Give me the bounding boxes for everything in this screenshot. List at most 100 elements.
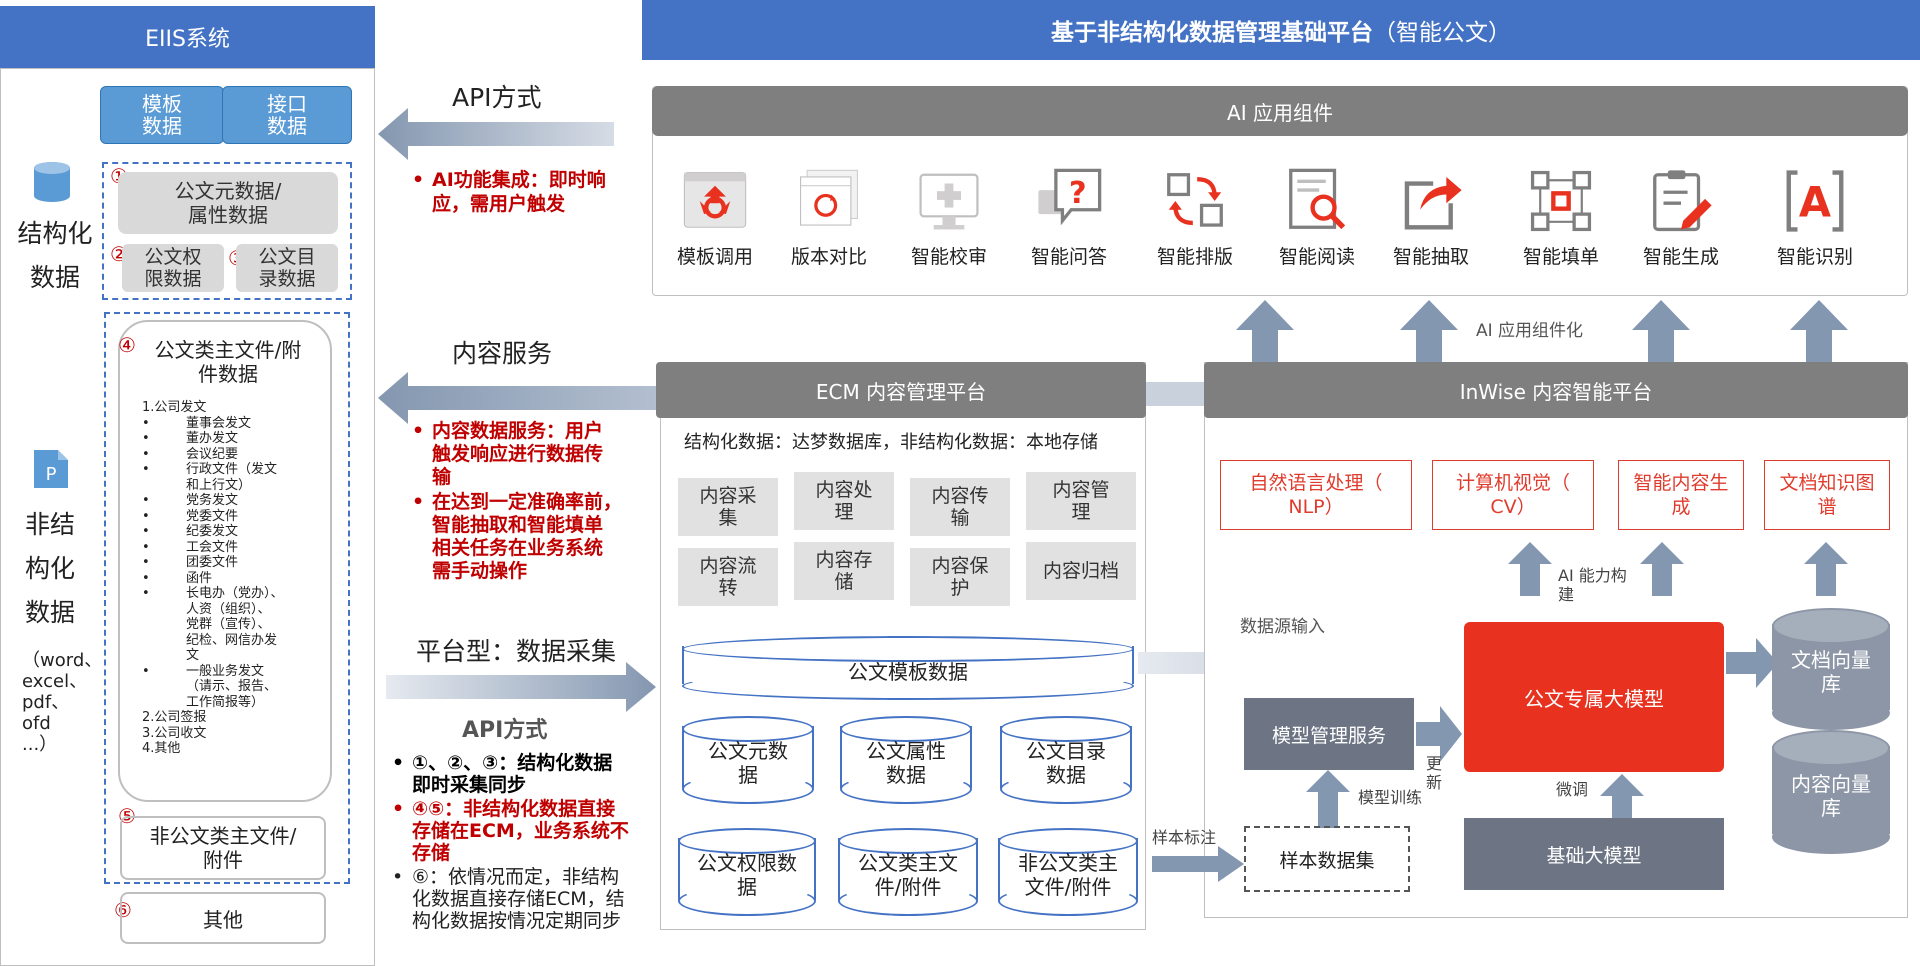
template-call-icon [683,172,747,228]
ai-component-6[interactable]: 智能阅读 [1262,166,1372,269]
api2-title: API方式 [462,718,548,743]
arrow-up-icon [1600,774,1644,820]
list-heading: 3.公司收文 [142,725,207,741]
svg-text:P: P [46,464,57,485]
ai-component-4[interactable]: ? 智能问答 [1014,166,1124,269]
main-file-title: 公文类主文件/附 件数据 [154,338,302,386]
ai-component-9[interactable]: 智能生成 [1626,166,1736,269]
unstructured-formats: （word、 excel、 pdf、 ofd ...） [22,650,103,755]
smart-qa-icon: ? [1038,168,1102,226]
api2-notes: ①、②、③：结构化数据 即时采集同步④⑤：非结构化数据直接 存储在ECM，业务系… [390,752,660,934]
componentize-label: AI 应用组件化 [1476,321,1584,341]
ai-component-label: 智能填单 [1522,246,1599,268]
list-item: 董事会发文 [142,416,332,432]
ai-component-label: 智能校审 [910,246,987,268]
list-heading: 4.其他 [142,741,181,756]
smart-extract-icon [1404,176,1462,230]
ai-build-label: AI 能力构 建 [1558,566,1627,604]
smart-generate-icon [1653,170,1712,232]
permission-box: 公文权 限数据 [122,244,224,292]
smart-recognize-icon: A [1786,170,1844,232]
banner-main: 基于非结构化数据管理基础平台 [1051,20,1373,46]
ecm-db: 公文权限数 据 [678,828,816,916]
datasource-label: 数据源输入 [1240,617,1325,637]
template-db-label: 公文模板数据 [848,660,968,684]
ecm-db-label: 公文类主文 件/附件 [858,851,958,899]
content-note-1: 内容数据服务：用户 触发响应进行数据传 输 [410,420,650,489]
ai-component-label: 智能问答 [1030,246,1107,268]
smart-layout-icon [1167,173,1223,227]
ecm-inwise-connector [1146,382,1206,406]
catalog-label: 公文目 录数据 [258,246,316,290]
list-item: 长电办（党办）、 人资（组织）、 党群（宣传）、 纪检、网信办发 文 [142,586,332,664]
list-item: 纪委发文 [142,524,332,540]
template-data-button[interactable]: 模板 数据 [100,86,224,144]
ai-component-label: 智能识别 [1776,246,1853,268]
api2-note-1: ①、②、③：结构化数据 即时采集同步 [390,752,660,796]
content-notes: 内容数据服务：用户 触发响应进行数据传 输 在达到一定准确率前， 智能抽取和智能… [410,420,650,583]
content-service-title: 内容服务 [452,339,553,368]
ai-component-1[interactable]: 模板调用 [660,166,770,269]
arrow-up-icon [1236,300,1294,366]
list-item: 一般业务发文 （请示、报告、 工作简报等） [142,664,332,711]
arrow-up-icon [1804,542,1848,596]
ecm-db: 非公文类主 文件/附件 [998,828,1138,916]
marker-6: ⑥ [114,898,132,922]
document-category-list: 1.公司发文 董事会发文董办发文会议纪要行政文件（发文 和上行文）党务发文党委文… [142,400,332,757]
ai-components-bar: AI 应用组件 [652,86,1908,136]
update-label: 更 新 [1426,754,1443,792]
unstructured-group [104,312,350,884]
ecm-db: 公文元数 据 [682,716,814,804]
eiis-header: EIIS系统 [0,6,375,68]
api2-note-2: ④⑤：非结构化数据直接 存储在ECM，业务系统不 存储 [390,798,660,864]
content-note-2: 在达到一定准确率前， 智能抽取和智能填单 相关任务在业务系统 需手动操作 [410,491,650,583]
content-vector-db: 内容向量 库 [1772,730,1890,854]
ecm-db-label: 公文元数 据 [708,739,788,787]
sample-set-label: 样本数据集 [1279,849,1375,872]
list-item: 党委文件 [142,509,332,525]
platform-banner: 基于非结构化数据管理基础平台 （智能公文） [642,0,1920,60]
smart-review-icon [919,173,979,230]
metadata-label: 公文元数据/ 属性数据 [174,179,282,227]
capability-box: 文档知识图 谱 [1764,460,1890,530]
arrow-right-icon [1152,846,1244,882]
ai-component-8[interactable]: 智能填单 [1506,166,1616,269]
arrow-left-icon [378,108,614,160]
ecm-subtitle: 结构化数据：达梦数据库，非结构化数据：本地存储 [684,432,1098,453]
ai-component-5[interactable]: 智能排版 [1140,166,1250,269]
list-item: 董办发文 [142,431,332,447]
ai-component-7[interactable]: 智能抽取 [1376,166,1486,269]
arrow-up-icon [1306,770,1350,828]
list-heading: 2.公司签报 [142,710,207,725]
capability-box: 计算机视觉（ CV） [1432,460,1594,530]
base-model-box: 基础大模型 [1464,818,1724,890]
ecm-cell: 内容管 理 [1026,472,1136,530]
interface-data-button[interactable]: 接口 数据 [222,86,352,144]
llm-box: 公文专属大模型 [1464,622,1724,772]
structured-group [102,162,352,300]
list-item: 团委文件 [142,555,332,571]
metadata-box: 公文元数据/ 属性数据 [118,172,338,234]
api-title: API方式 [452,83,542,112]
ecm-cell: 内容存 储 [794,542,894,600]
ai-component-10[interactable]: A 智能识别 [1760,166,1870,269]
ecm-db-label: 非公文类主 文件/附件 [1018,851,1118,899]
doc-vector-db: 文档向量 库 [1772,608,1890,730]
arrow-up-icon [1508,542,1552,596]
finetune-label: 微调 [1556,780,1589,799]
inwise-header: InWise 内容智能平台 [1204,362,1908,418]
sample-label: 样本标注 [1152,828,1217,847]
ai-component-label: 智能生成 [1642,246,1719,268]
api-note-text: AI功能集成：即时响 应，需用户触发 [410,168,640,216]
catalog-box: 公文目 录数据 [236,244,338,292]
ecm-db-label: 公文属性 数据 [866,739,946,787]
smart-form-icon [1530,170,1592,232]
api2-note-3: ⑥：依情况而定，非结构 化数据直接存储ECM，结 构化数据按情况定期同步 [390,866,660,932]
smart-reading-icon [1289,168,1346,230]
ai-component-2[interactable]: 版本对比 [774,166,884,269]
database-icon [34,162,70,202]
ai-component-label: 模板调用 [676,246,753,268]
ai-component-3[interactable]: 智能校审 [894,166,1004,269]
llm-label: 公文专属大模型 [1524,686,1664,711]
arrow-up-icon [1790,300,1848,366]
